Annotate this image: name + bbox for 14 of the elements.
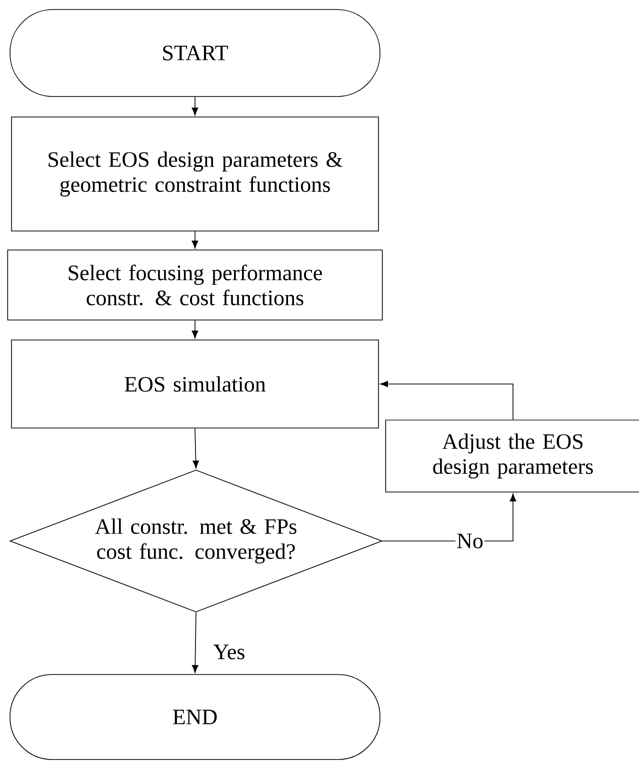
edge-label: No [457, 534, 483, 548]
arrow [192, 612, 198, 673]
edge-label: Yes [213, 644, 244, 660]
arrow [192, 428, 199, 468]
arrow [380, 380, 514, 420]
arrow [192, 320, 198, 338]
start-terminal: START [10, 9, 380, 97]
end-terminal: END [10, 674, 380, 760]
process-box: Adjust the EOS design parameters [385, 420, 639, 492]
arrow [192, 231, 198, 248]
process-box: Select EOS design parameters & geometric constraint functions [11, 116, 379, 232]
process-box: Select focusing performance constr. & cost functions [7, 250, 383, 320]
process-box: EOS simulation [11, 340, 379, 428]
arrow [192, 96, 198, 116]
